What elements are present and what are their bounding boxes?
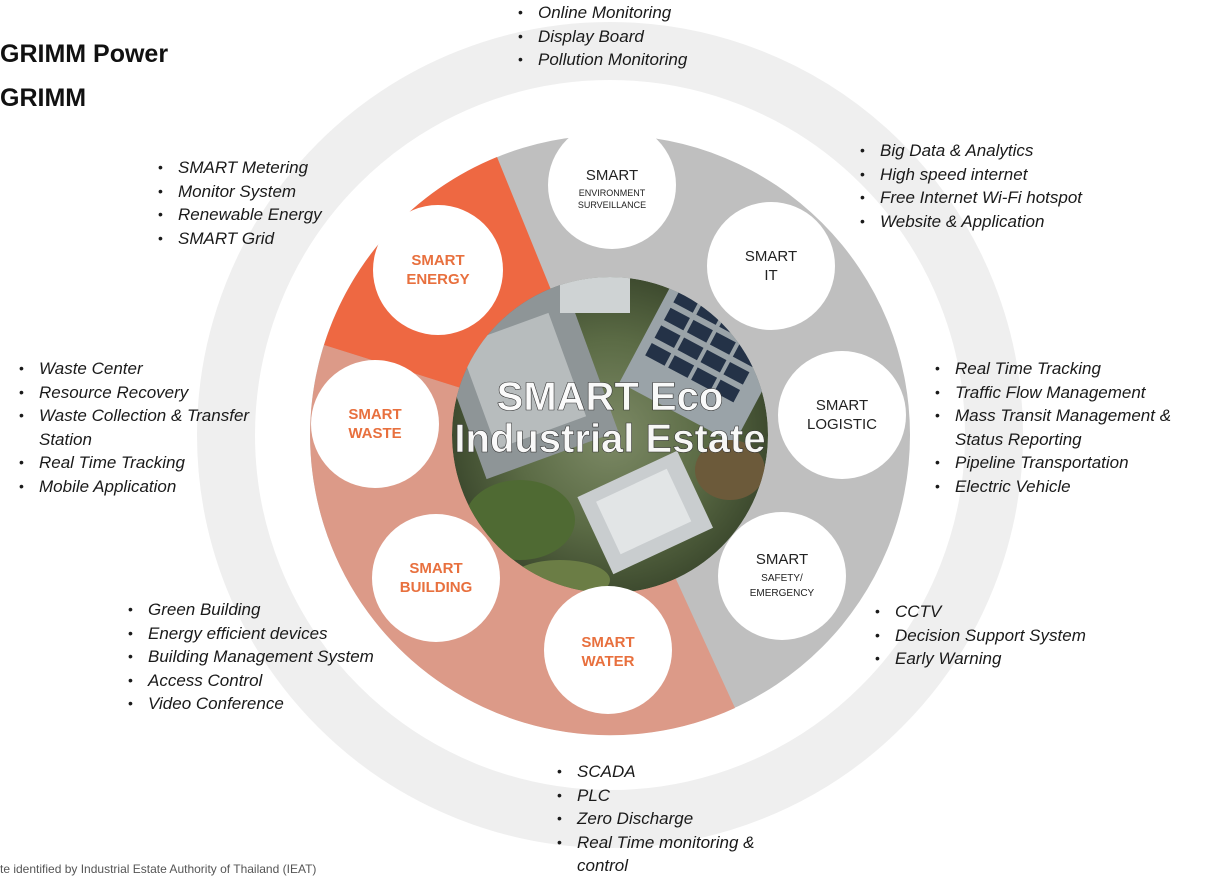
module-it-line2: IT [764,267,777,284]
module-safety[interactable]: SMART SAFETY/ EMERGENCY [718,512,846,640]
list-item: Real Time Tracking [17,451,297,475]
module-env[interactable]: SMART ENVIRONMENT SURVEILLANCE [548,121,676,249]
list-item: Traffic Flow Management [933,381,1207,405]
list-item: Building Management System [126,645,426,669]
list-water: SCADAPLCZero DischargeReal Time monitori… [555,760,795,878]
footnote: te identified by Industrial Estate Autho… [0,862,317,876]
module-water-line1: SMART [581,634,634,651]
module-energy-line2: ENERGY [406,271,469,288]
list-item: Real Time Tracking [933,357,1207,381]
list-item: Mass Transit Management & Status Reporti… [933,404,1207,451]
list-item: Resource Recovery [17,381,297,405]
module-energy-line1: SMART [411,252,464,269]
list-waste: Waste CenterResource RecoveryWaste Colle… [17,357,297,498]
module-waste-line2: WASTE [348,425,401,442]
list-item: CCTV [873,600,1153,624]
module-it[interactable]: SMART IT [707,202,835,330]
module-env-line2: ENVIRONMENT [579,188,646,198]
header-line1: GRIMM Power [0,40,169,68]
list-item: Access Control [126,669,426,693]
header-line2: GRIMM [0,84,87,112]
list-item: Video Conference [126,692,426,716]
list-env: Online MonitoringDisplay BoardPollution … [516,1,756,72]
list-item: Big Data & Analytics [858,139,1158,163]
module-safety-line2: SAFETY/ [761,573,803,584]
module-env-line1: SMART [586,167,638,184]
list-item: Decision Support System [873,624,1153,648]
list-item: Zero Discharge [555,807,795,831]
list-item: Pipeline Transportation [933,451,1207,475]
center-title-line1: SMART Eco [497,375,724,419]
list-item: Waste Center [17,357,297,381]
module-logistic[interactable]: SMART LOGISTIC [778,351,906,479]
list-energy: SMART MeteringMonitor SystemRenewable En… [156,156,406,250]
module-logistic-line1: SMART [816,397,868,414]
list-item: Monitor System [156,180,406,204]
module-water-line2: WATER [581,653,634,670]
module-waste-line1: SMART [348,406,401,423]
list-item: Online Monitoring [516,1,756,25]
list-item: SMART Metering [156,156,406,180]
list-item: Display Board [516,25,756,49]
module-it-line1: SMART [745,248,797,265]
list-item: Green Building [126,598,426,622]
list-building: Green BuildingEnergy efficient devicesBu… [126,598,426,716]
module-building-line1: SMART [409,560,462,577]
estate-aerial-photo [452,277,768,593]
list-item: Renewable Energy [156,203,406,227]
list-logistic: Real Time TrackingTraffic Flow Managemen… [933,357,1207,498]
list-safety: CCTVDecision Support SystemEarly Warning [873,600,1153,671]
list-item: Real Time monitoring & control [555,831,795,878]
list-item: Electric Vehicle [933,475,1207,499]
list-item: Early Warning [873,647,1153,671]
list-it: Big Data & AnalyticsHigh speed internetF… [858,139,1158,233]
list-item: High speed internet [858,163,1158,187]
module-waste[interactable]: SMART WASTE [311,360,439,488]
list-item: PLC [555,784,795,808]
center-title-line2: Industrial Estate [454,417,765,461]
module-logistic-line2: LOGISTIC [807,416,877,433]
list-item: Mobile Application [17,475,297,499]
list-item: Free Internet Wi-Fi hotspot [858,186,1158,210]
list-item: Energy efficient devices [126,622,426,646]
list-item: Website & Application [858,210,1158,234]
module-safety-sub: EMERGENCY [750,588,815,599]
module-env-sub: SURVEILLANCE [578,200,646,210]
list-item: SCADA [555,760,795,784]
module-safety-line1: SMART [756,551,808,568]
module-building-line2: BUILDING [400,579,473,596]
list-item: Waste Collection & Transfer Station [17,404,297,451]
module-water[interactable]: SMART WATER [544,586,672,714]
list-item: Pollution Monitoring [516,48,756,72]
list-item: SMART Grid [156,227,406,251]
